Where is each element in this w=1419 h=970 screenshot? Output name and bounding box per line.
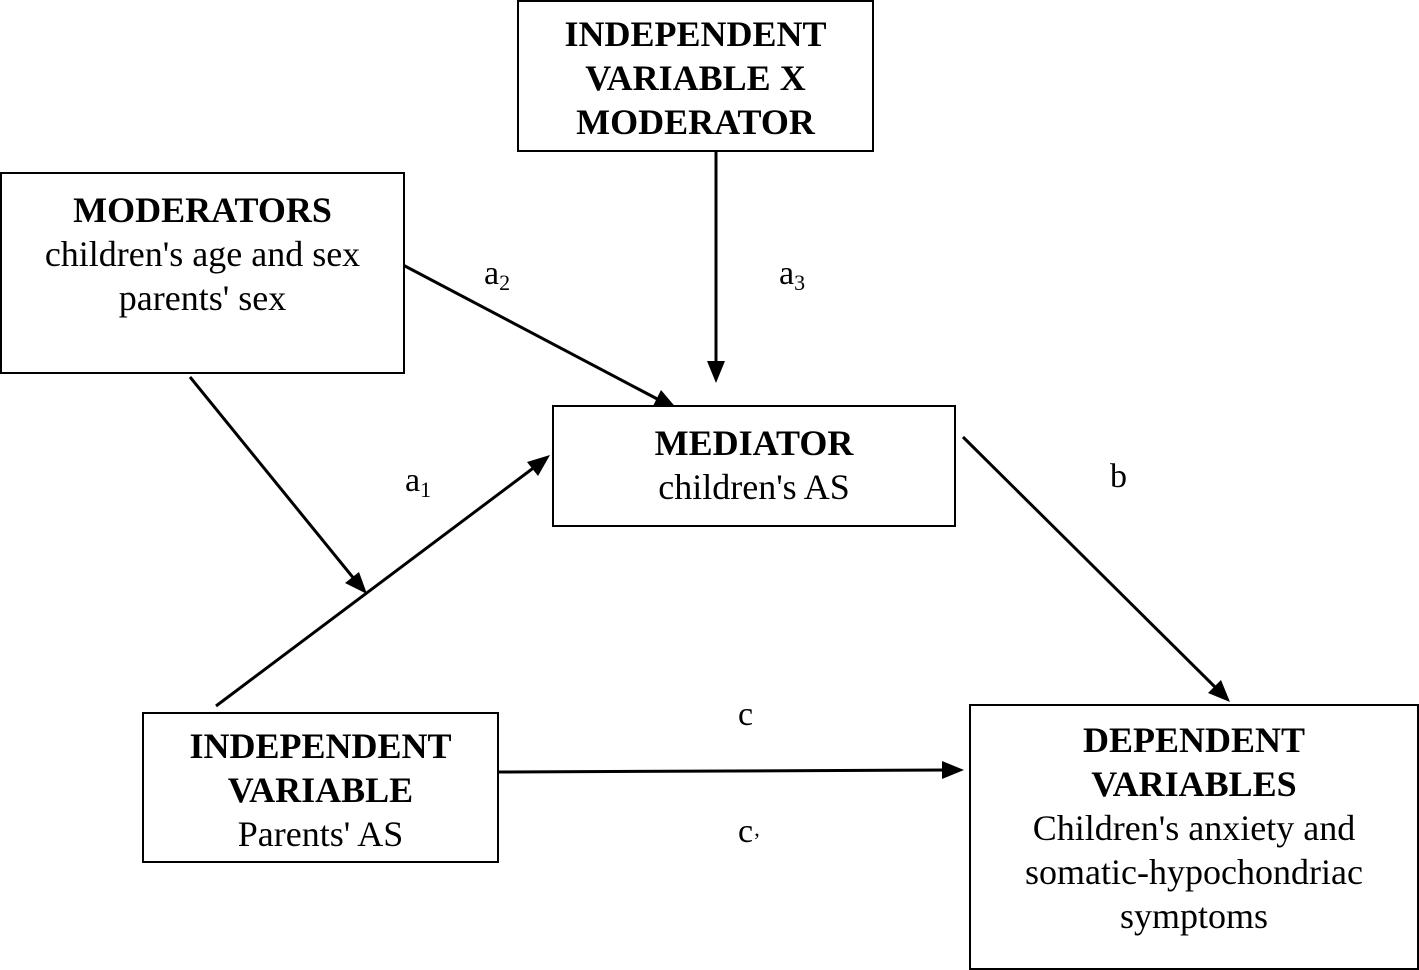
path-label-a1: a1 [405, 463, 431, 508]
path-label-c-base: c [738, 696, 754, 733]
dependent-variables-title-line-2: VARIABLES [1091, 764, 1297, 804]
arrow-b [961, 435, 1218, 690]
independent-variable-title-line-1: INDEPENDENT [189, 726, 452, 766]
arrow-a1 [215, 464, 537, 708]
dependent-variables-title-line-1: DEPENDENT [1082, 720, 1306, 760]
path-label-b-base: b [1110, 458, 1127, 495]
dependent-variables-line-2: somatic-hypochondriac [1025, 852, 1363, 892]
path-label-a2-sub: 2 [499, 270, 511, 295]
dependent-variables-line-1: Children's anxiety and [1032, 808, 1356, 848]
path-label-a2: a2 [484, 256, 510, 301]
path-label-a1-base: a [405, 462, 421, 499]
arrowhead-b [1208, 680, 1230, 702]
path-label-a3: a3 [779, 256, 805, 301]
arrowhead-moderation [345, 572, 367, 594]
path-label-c-prime: c’ [738, 814, 760, 859]
independent-x-moderator-title-line-2: VARIABLE X [585, 58, 806, 98]
path-label-a2-base: a [484, 255, 500, 292]
mediator-box: MEDIATOR children's AS [552, 405, 956, 527]
path-label-c: c [738, 697, 753, 733]
arrow-c [497, 768, 949, 774]
path-label-c-prime-mark: ’ [753, 828, 761, 853]
moderators-line-1: children's age and sex [44, 234, 361, 274]
moderators-line-2: parents' sex [118, 278, 287, 318]
independent-x-moderator-title-line-1: INDEPENDENT [564, 14, 827, 54]
mediator-title: MEDIATOR [654, 423, 854, 463]
path-label-b: b [1110, 459, 1127, 495]
arrowhead-a3 [707, 361, 725, 383]
path-label-a1-sub: 1 [420, 477, 432, 502]
moderators-title: MODERATORS [73, 190, 332, 230]
arrow-moderation [188, 376, 357, 581]
independent-variable-title-line-2: VARIABLE [227, 770, 414, 810]
path-label-c-prime-base: c [738, 813, 754, 850]
independent-x-moderator-box: INDEPENDENT VARIABLE X MODERATOR [517, 0, 874, 152]
independent-variable-box: INDEPENDENT VARIABLE Parents' AS [142, 712, 499, 863]
mediator-line-1: children's AS [658, 467, 850, 507]
path-label-a3-sub: 3 [794, 270, 806, 295]
independent-x-moderator-title-line-3: MODERATOR [576, 102, 815, 142]
path-label-a3-base: a [779, 255, 795, 292]
moderators-box: MODERATORS children's age and sex parent… [0, 172, 405, 374]
dependent-variables-box: DEPENDENT VARIABLES Children's anxiety a… [969, 704, 1419, 970]
independent-variable-line-1: Parents' AS [237, 814, 404, 854]
dependent-variables-line-3: symptoms [1119, 896, 1269, 936]
arrowhead-c [942, 761, 964, 779]
arrowhead-a1 [527, 455, 550, 476]
arrow-a2 [402, 263, 664, 404]
